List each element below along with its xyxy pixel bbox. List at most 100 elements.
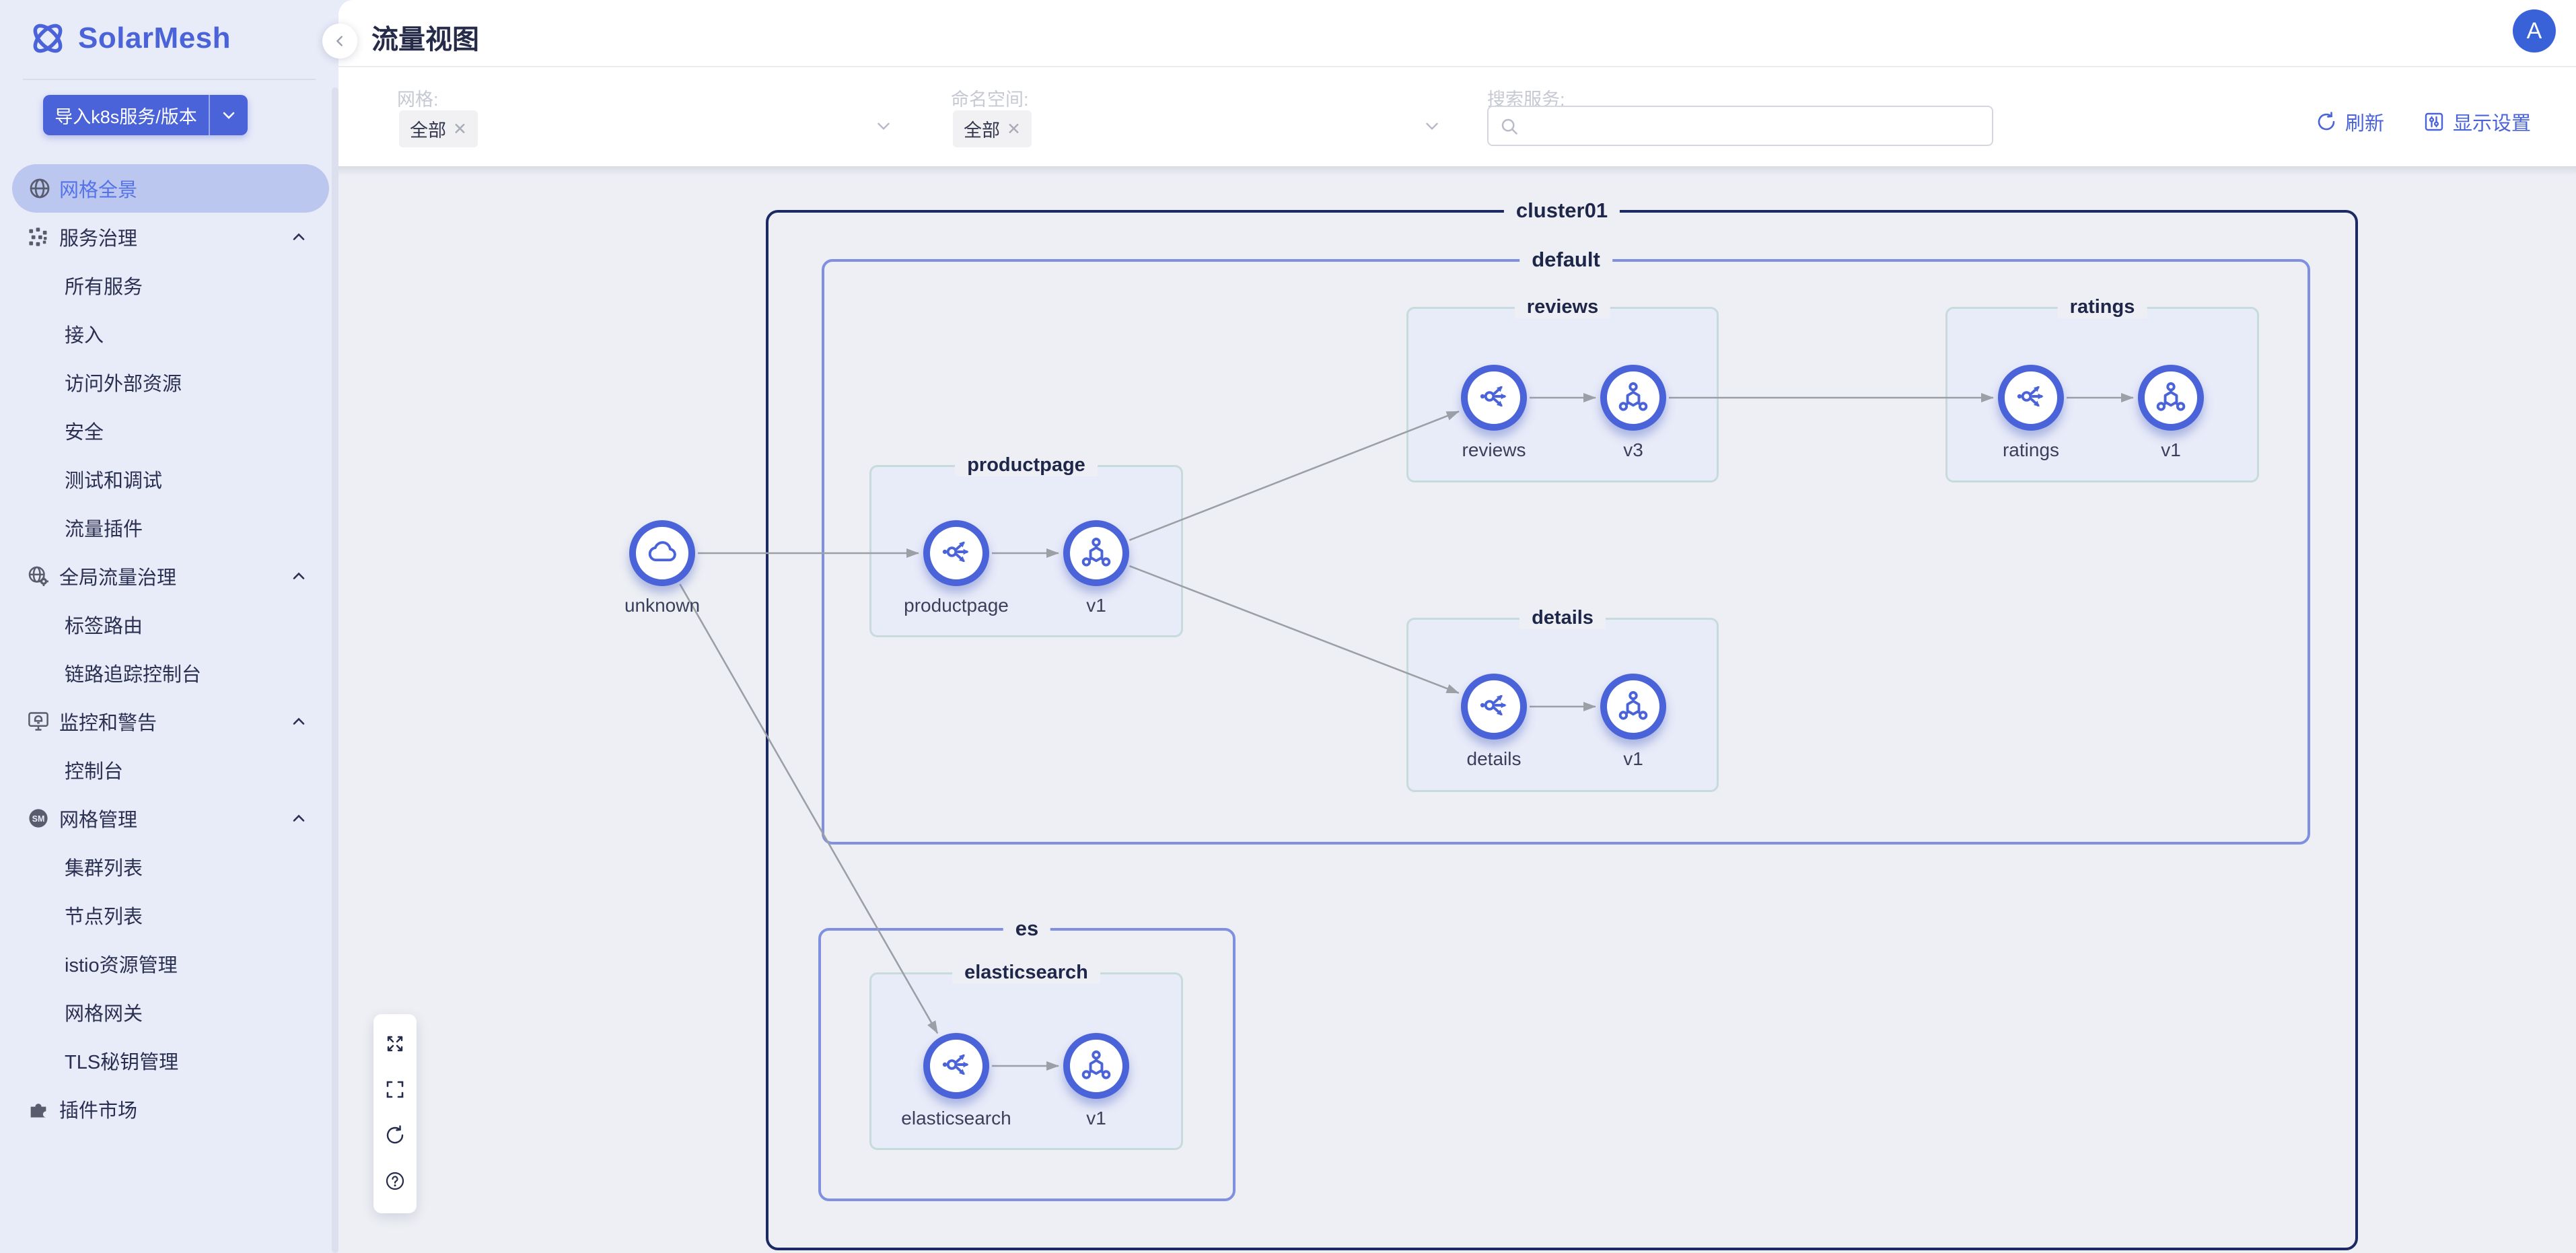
sidebar-item-tls-keys[interactable]: TLS秘钥管理	[0, 1036, 338, 1085]
sidebar-nav: 网格全景服务治理所有服务接入访问外部资源安全测试和调试流量插件全局流量治理标签路…	[0, 164, 338, 1133]
topology-box-label: cluster01	[1503, 199, 1620, 223]
topology-box-es: es	[818, 917, 1236, 1201]
sidebar-item-console[interactable]: 控制台	[0, 746, 338, 794]
display-settings-icon	[2425, 112, 2443, 131]
sidebar-item-all-services[interactable]: 所有服务	[0, 261, 338, 310]
version-icon	[1079, 1047, 1114, 1085]
sidebar-item-label: 安全	[65, 422, 104, 443]
sidebar-item-label: 流量插件	[65, 519, 143, 540]
sidebar-item-security[interactable]: 安全	[0, 406, 338, 455]
sidebar-item-global-traffic[interactable]: 全局流量治理	[0, 552, 338, 600]
sidebar-item-traffic-plugin[interactable]: 流量插件	[0, 503, 338, 552]
sidebar-item-ext-resources[interactable]: 访问外部资源	[0, 358, 338, 406]
topology-box-label: elasticsearch	[952, 962, 1100, 984]
topology-node-pp-v1[interactable]	[1063, 520, 1129, 586]
topology-node-rev-v3[interactable]	[1600, 365, 1666, 431]
sidebar-item-label: 服务治理	[59, 228, 138, 250]
topology-box-default: default	[822, 248, 2310, 845]
display-settings-label[interactable]: 显示设置	[2453, 113, 2532, 135]
mesh-icon: SM	[27, 807, 50, 830]
sidebar-scrollbar[interactable]	[332, 87, 338, 1253]
sidebar-item-test-debug[interactable]: 测试和调试	[0, 455, 338, 503]
fullscreen-icon	[384, 1079, 406, 1104]
sidebar-item-label: 测试和调试	[65, 470, 163, 492]
help-tool-button[interactable]	[373, 1159, 417, 1205]
topology-box-label: ratings	[2057, 296, 2147, 318]
refresh-button[interactable]: 刷新	[2316, 108, 2384, 136]
import-k8s-button[interactable]: 导入k8s服务/版本	[43, 95, 248, 135]
service-icon	[1476, 688, 1511, 726]
mesh-select-chevron-icon[interactable]	[875, 117, 892, 138]
version-icon	[1616, 688, 1651, 726]
service-icon	[939, 1047, 974, 1085]
sidebar-item-monitor-alert[interactable]: 监控和警告	[0, 697, 338, 746]
sidebar-item-istio-res[interactable]: istio资源管理	[0, 939, 338, 988]
topology-node-pp-svc[interactable]	[923, 520, 989, 586]
namespace-select-chevron-icon[interactable]	[1423, 117, 1441, 138]
remove-tag-icon[interactable]: ✕	[453, 119, 467, 139]
chevron-up-icon	[290, 567, 308, 585]
topology-box-label: default	[1519, 248, 1612, 272]
sidebar-item-label: TLS秘钥管理	[65, 1052, 179, 1073]
topology-box-reviews: reviews	[1406, 296, 1719, 482]
sidebar-item-cluster-list[interactable]: 集群列表	[0, 843, 338, 891]
brand-name: SolarMesh	[78, 22, 231, 55]
sidebar-item-label: 访问外部资源	[65, 373, 182, 395]
refresh-icon	[2318, 112, 2335, 131]
mesh-filter-tag[interactable]: 全部 ✕	[399, 110, 478, 147]
topology-node-unknown[interactable]	[629, 520, 695, 586]
service-icon	[939, 534, 974, 573]
chevron-down-icon	[223, 112, 235, 119]
sidebar-item-node-list[interactable]: 节点列表	[0, 891, 338, 939]
remove-tag-icon[interactable]: ✕	[1007, 119, 1021, 139]
sidebar-item-mesh-overview[interactable]: 网格全景	[12, 164, 329, 213]
topology-node-rev-svc[interactable]	[1461, 365, 1527, 431]
topology-node-det-v1[interactable]	[1600, 674, 1666, 740]
topology-node-det-svc[interactable]	[1461, 674, 1527, 740]
refresh-tool-button[interactable]	[373, 1114, 417, 1159]
topology-node-label: elasticsearch	[901, 1108, 1011, 1129]
topology-node-rat-svc[interactable]	[1998, 365, 2064, 431]
chevron-up-icon	[290, 228, 308, 246]
sidebar-item-label: 链路追踪控制台	[65, 664, 202, 686]
sidebar-item-access[interactable]: 接入	[0, 310, 338, 358]
sidebar-item-label-routing[interactable]: 标签路由	[0, 600, 338, 649]
sidebar-item-label: 插件市场	[59, 1100, 138, 1122]
header: 流量视图 A	[338, 0, 2576, 67]
display-settings-button[interactable]: 显示设置	[2423, 108, 2531, 136]
import-dropdown-toggle[interactable]	[209, 95, 248, 135]
topology-node-es-svc[interactable]	[923, 1033, 989, 1099]
sidebar: SolarMesh 导入k8s服务/版本 网格全景服务治理所有服务接入访问外部资…	[0, 0, 338, 1253]
filter-bar: 网格: 全部 ✕ 命名空间: 全部 ✕ 搜索服务:	[338, 69, 2576, 166]
topology-node-label: v1	[2161, 439, 2181, 460]
brand: SolarMesh	[28, 19, 231, 58]
fullscreen-tool-button[interactable]	[373, 1068, 417, 1114]
sidebar-item-service-gov[interactable]: 服务治理	[0, 213, 338, 261]
sidebar-item-mesh-gateway[interactable]: 网格网关	[0, 988, 338, 1036]
avatar[interactable]: A	[2513, 9, 2556, 52]
chevron-up-icon	[290, 810, 308, 827]
svg-text:SM: SM	[32, 814, 45, 824]
topology-node-rat-v1[interactable]	[2138, 365, 2204, 431]
sidebar-item-tracing-console[interactable]: 链路追踪控制台	[0, 649, 338, 697]
import-k8s-label[interactable]: 导入k8s服务/版本	[55, 106, 197, 127]
refresh-label[interactable]: 刷新	[2345, 113, 2385, 135]
search-input[interactable]	[1529, 107, 1985, 145]
namespace-filter-label: 命名空间:	[951, 90, 1029, 110]
namespace-filter-tag[interactable]: 全部 ✕	[953, 110, 1032, 147]
version-icon	[2153, 379, 2188, 417]
sidebar-collapse-button[interactable]	[322, 24, 357, 59]
topology-node-label: v1	[1086, 595, 1106, 616]
topology-node-label: v3	[1623, 439, 1643, 460]
expand-tool-button[interactable]	[373, 1022, 417, 1068]
sidebar-item-label: 网格全景	[59, 180, 138, 201]
topology-node-label: unknown	[624, 595, 701, 616]
topology-node-es-v1[interactable]	[1063, 1033, 1129, 1099]
sidebar-item-plugin-market[interactable]: 插件市场	[0, 1085, 338, 1133]
topology-node-label: v1	[1623, 748, 1643, 769]
sidebar-item-label: 网格网关	[65, 1003, 143, 1025]
main-content: 流量视图 A 网格: 全部 ✕ 命名空间: 全部 ✕ 搜索服务:	[338, 0, 2576, 1253]
